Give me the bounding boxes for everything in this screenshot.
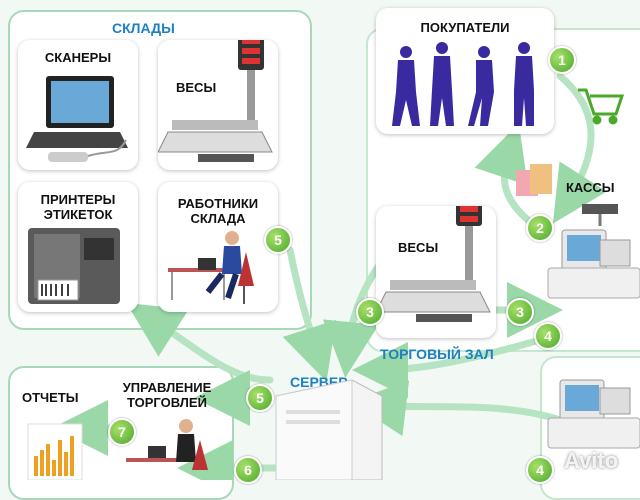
step-badge-1: 1: [548, 46, 576, 74]
sales-floor-title: ТОРГОВЫЙ ЗАЛ: [380, 346, 494, 362]
customers-silhouette-icon: [392, 42, 534, 126]
step-badge-3b: 3: [506, 298, 534, 326]
manager-icon: [126, 419, 208, 470]
cart-icon: [578, 88, 625, 125]
warehouse-workers-card: РАБОТНИКИ СКЛАДА: [158, 182, 278, 312]
trade-management-label: УПРАВЛЕНИЕ ТОРГОВЛЕЙ: [122, 380, 212, 410]
step-badge-5b: 5: [246, 384, 274, 412]
worker-icon: [168, 231, 254, 304]
scanners-label: СКАНЕРЫ: [44, 50, 112, 65]
label-printers-card: ПРИНТЕРЫ ЭТИКЕТОК: [18, 182, 138, 312]
laptop-scanner-icon: [26, 76, 128, 162]
server-icon: [275, 379, 383, 480]
label-printer-icon: [28, 228, 120, 304]
reports-label: ОТЧЕТЫ: [22, 390, 79, 405]
customers-card: ПОКУПАТЕЛИ: [376, 8, 554, 134]
scales-warehouse-card: ВЕСЫ: [158, 40, 278, 170]
checkouts-label: КАССЫ: [566, 180, 615, 195]
step-badge-4a: 4: [534, 322, 562, 350]
step-badge-6: 6: [234, 456, 262, 484]
shopping-bags-icon: [516, 164, 552, 196]
scales-floor-label: ВЕСЫ: [398, 240, 439, 255]
customers-label: ПОКУПАТЕЛИ: [420, 20, 510, 35]
step-badge-5a: 5: [264, 226, 292, 254]
scales-floor-card: ВЕСЫ: [376, 206, 496, 338]
step-badge-3a: 3: [356, 298, 384, 326]
scales-warehouse-label: ВЕСЫ: [176, 80, 217, 95]
step-badge-2: 2: [526, 214, 554, 242]
warehouse-title: СКЛАДЫ: [112, 20, 175, 36]
label-printers-label: ПРИНТЕРЫ ЭТИКЕТОК: [40, 192, 116, 222]
warehouse-workers-label: РАБОТНИКИ СКЛАДА: [177, 196, 259, 226]
scanners-card: СКАНЕРЫ: [18, 40, 138, 170]
avito-watermark: Avito: [564, 448, 619, 473]
scale-icon: [158, 40, 273, 162]
step-badge-7: 7: [108, 418, 136, 446]
checkout-terminal-icon: [547, 204, 640, 449]
reports-chart-icon: [27, 423, 83, 480]
floor-scale-icon: [376, 206, 491, 322]
